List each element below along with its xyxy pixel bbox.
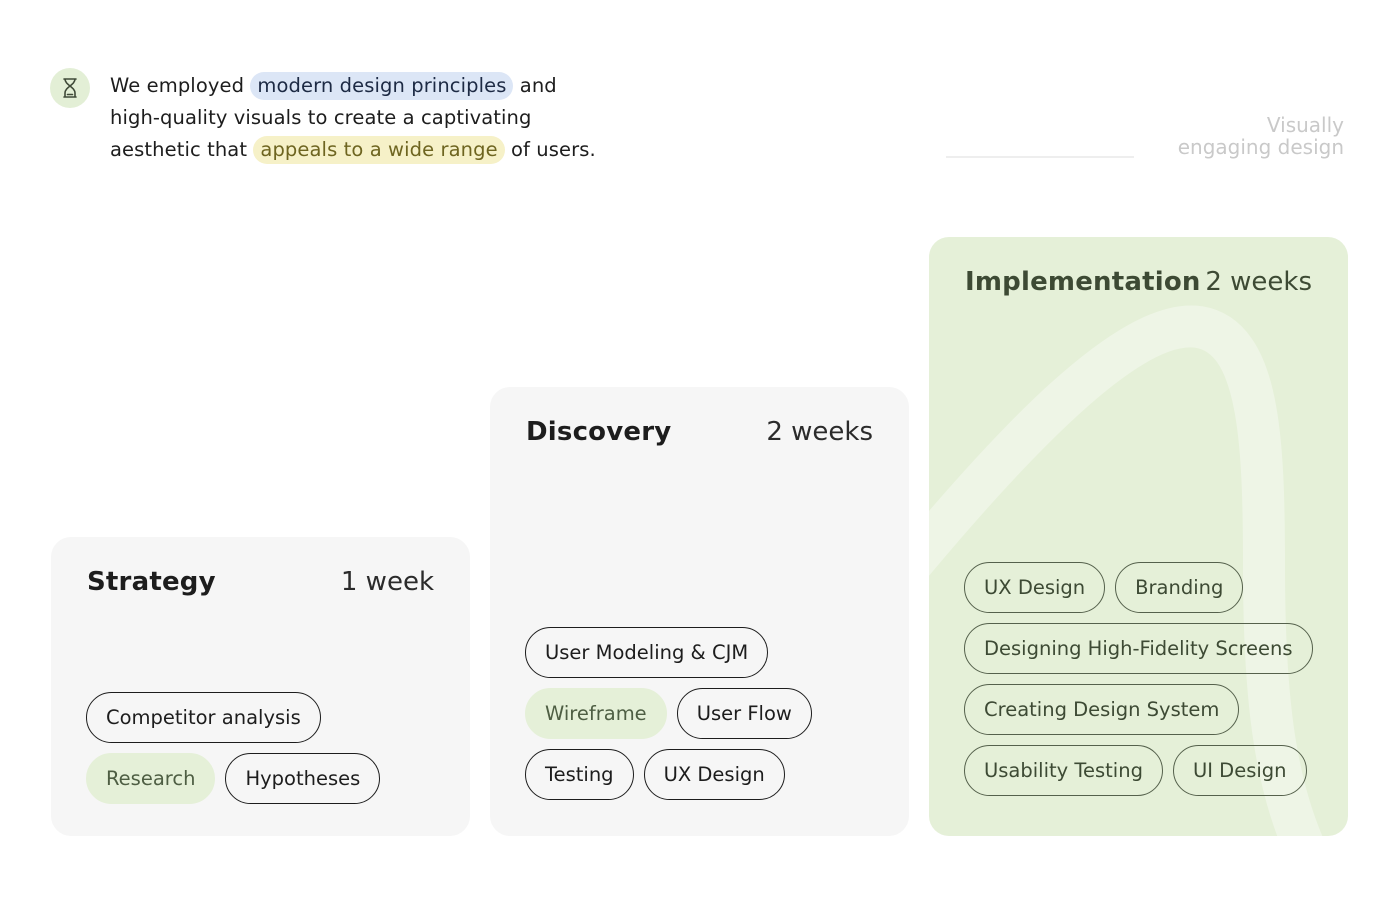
phase-title: Discovery xyxy=(526,417,671,447)
tag-pill-highlighted: Research xyxy=(86,753,215,804)
tagline: Visually engaging design xyxy=(1178,114,1344,158)
tag-pill: Creating Design System xyxy=(964,684,1239,735)
highlight-secondary: appeals to a wide range xyxy=(253,136,504,164)
phase-duration: 2 weeks xyxy=(766,417,873,447)
tag-pill: Hypotheses xyxy=(225,753,380,804)
intro-text-segment: of users. xyxy=(511,138,596,161)
phase-title: Strategy xyxy=(87,567,216,597)
tag-pill: UI Design xyxy=(1173,745,1307,796)
divider xyxy=(946,156,1134,158)
tag-pill-highlighted: Wireframe xyxy=(525,688,667,739)
tag-pill: Usability Testing xyxy=(964,745,1163,796)
tag-list: Competitor analysis Research Hypotheses xyxy=(86,692,450,804)
hourglass-icon xyxy=(50,68,90,108)
intro-text-segment: aesthetic that xyxy=(110,138,247,161)
intro-paragraph: We employed modern design principles and… xyxy=(110,70,630,166)
phase-card-implementation: Implementation 2 weeks UX Design Brandin… xyxy=(929,237,1348,836)
intro-line-2: high-quality visuals to create a captiva… xyxy=(110,102,630,134)
tag-pill: Testing xyxy=(525,749,634,800)
tag-pill: UX Design xyxy=(644,749,785,800)
tagline-line: Visually xyxy=(1178,114,1344,136)
intro-line-1: We employed modern design principles and xyxy=(110,70,630,102)
highlight-primary: modern design principles xyxy=(250,72,513,100)
phase-card-discovery: Discovery 2 weeks User Modeling & CJM Wi… xyxy=(490,387,909,836)
intro-text-segment: and xyxy=(520,74,557,97)
tag-pill: User Modeling & CJM xyxy=(525,627,768,678)
tag-list: UX Design Branding Designing High-Fideli… xyxy=(964,562,1328,796)
tag-list: User Modeling & CJM Wireframe User Flow … xyxy=(525,627,889,800)
intro-line-3: aesthetic that appeals to a wide range o… xyxy=(110,134,630,166)
tag-pill: User Flow xyxy=(677,688,812,739)
phase-card-strategy: Strategy 1 week Competitor analysis Rese… xyxy=(51,537,470,836)
phase-title: Implementation xyxy=(965,267,1201,297)
phase-duration: 1 week xyxy=(341,567,434,597)
tag-pill: Designing High-Fidelity Screens xyxy=(964,623,1313,674)
tag-pill: Competitor analysis xyxy=(86,692,321,743)
intro-text-segment: We employed xyxy=(110,74,244,97)
tagline-line: engaging design xyxy=(1178,136,1344,158)
phase-duration: 2 weeks xyxy=(1205,267,1312,297)
tag-pill: UX Design xyxy=(964,562,1105,613)
tag-pill: Branding xyxy=(1115,562,1243,613)
